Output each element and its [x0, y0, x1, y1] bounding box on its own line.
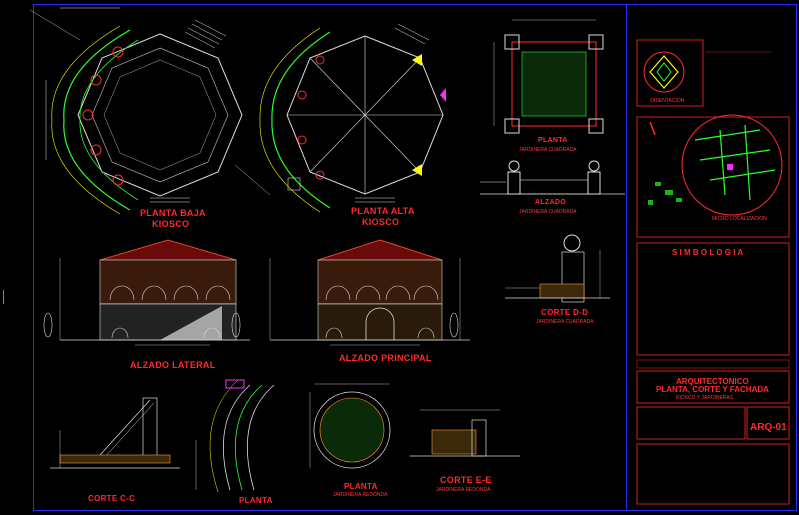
title-block-graphics: [636, 39, 790, 505]
alzado-principal: [269, 239, 470, 346]
label-corte-dd: CORTE D-D: [541, 308, 589, 317]
label-simbologia: S I M B O L O G I A: [672, 248, 744, 257]
corte-ee: [410, 409, 520, 457]
project-title-line-2: PLANTA, CORTE Y FACHADA: [656, 385, 769, 394]
label-planta-redonda: PLANTA: [344, 482, 378, 491]
label-jardinera-alzado-sub: JARDINERA CUADRADA: [519, 209, 577, 215]
label-jardinera-planta: PLANTA: [538, 137, 568, 144]
label-corte-cc: CORTE C-C: [88, 494, 136, 503]
label-alzado-lateral: ALZADO LATERAL: [130, 360, 216, 370]
left-edge-mark: [3, 290, 8, 304]
drawing-key: ARQ-01: [750, 422, 787, 433]
label-planta-baja: PLANTA BAJA: [140, 208, 206, 218]
planta-jardinera-redonda: [309, 383, 391, 469]
label-micro-localizacion: MICRO LOCALIZACION: [712, 216, 767, 222]
label-planta-alta: PLANTA ALTA: [351, 206, 415, 216]
project-subtitle: KIOSCO Y JARDINERAS: [676, 395, 734, 401]
label-planta-baja-sub: KIOSCO: [152, 219, 190, 229]
label-corte-ee: CORTE E-E: [440, 475, 492, 485]
alzado-lateral: [43, 239, 250, 346]
label-jardinera-planta-sub: JARDINERA CUADRADA: [519, 147, 577, 153]
planta-baja-plan: [29, 7, 271, 215]
corte-cc: [50, 397, 180, 469]
label-planta-redonda-sub: JARDINERA REDONDA: [333, 492, 388, 498]
label-corte-ee-sub: JARDINERA REDONDA: [436, 487, 491, 493]
label-corte-dd-sub: JARDINERA CUADRADA: [536, 319, 594, 325]
planta-escalera: [195, 379, 275, 493]
jardinera-cuadrada-plan: [493, 19, 604, 134]
label-planta-escalera: PLANTA: [239, 496, 273, 505]
planta-alta-plan: [259, 23, 446, 213]
title-block-frame: [626, 4, 797, 511]
jardinera-alzado: [480, 160, 625, 195]
label-orientacion: ORIENTACION: [650, 98, 685, 104]
label-jardinera-alzado: ALZADO: [535, 199, 566, 206]
label-alzado-principal: ALZADO PRINCIPAL: [339, 353, 432, 363]
project-title-line-1: ARQUITECTONICO: [676, 377, 749, 386]
corte-dd: [505, 234, 610, 303]
label-planta-alta-sub: KIOSCO: [362, 217, 400, 227]
